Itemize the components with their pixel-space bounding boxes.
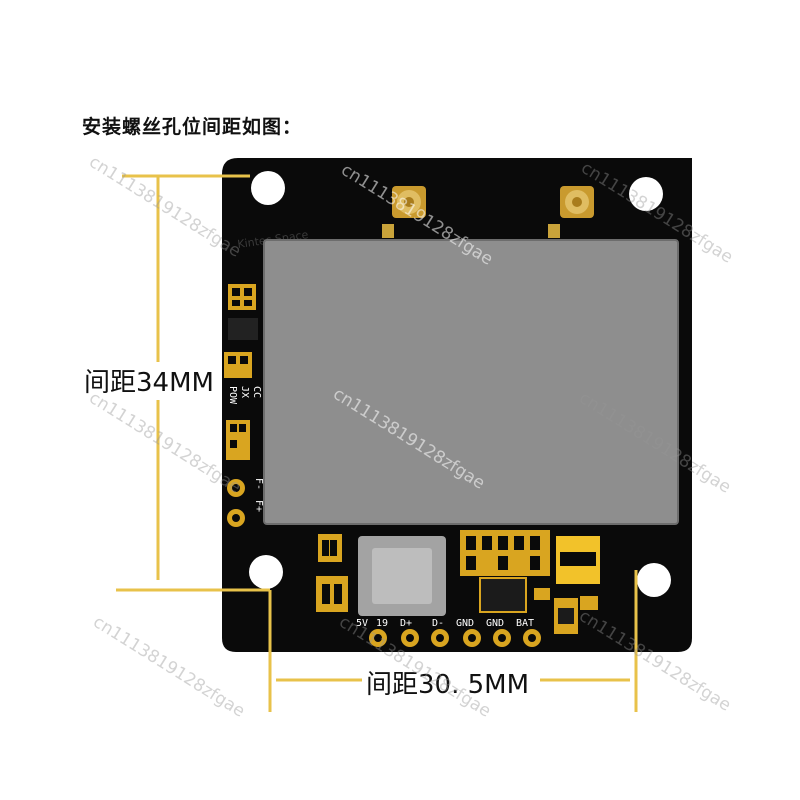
vertical-dimension [116, 174, 270, 592]
ic-chip [479, 577, 527, 613]
page-title: 安装螺丝孔位间距如图： [82, 116, 303, 138]
pad-label-bat: BAT [516, 618, 534, 629]
pad-label-f-plus: F+ [253, 500, 264, 512]
horizontal-spacing-label: 间距30. 5MM [366, 670, 530, 700]
mount-hole-bottom-right [637, 563, 671, 597]
mount-hole-bottom-left [249, 555, 283, 589]
side-text-cc: CC [251, 386, 262, 398]
side-text-jx: JX [239, 386, 250, 398]
pad-label-d-plus: D+ [400, 618, 412, 629]
side-text-pow: POW [227, 386, 238, 405]
mount-hole-top-right [629, 177, 663, 211]
bottom-pads [369, 629, 541, 647]
pad-label-d-minus: D- [432, 618, 444, 629]
pad-label-gnd-2: GND [486, 618, 504, 629]
pad-label-5v: 5V [356, 618, 368, 629]
pad-label-19: 19 [376, 618, 388, 629]
pad-label-gnd-1: GND [456, 618, 474, 629]
vertical-spacing-label: 间距34MM [84, 368, 214, 398]
pad-label-f-minus: F- [253, 478, 264, 490]
antenna-connector-left [392, 186, 426, 218]
shield-can [264, 240, 678, 524]
mount-hole-top-left [251, 171, 285, 205]
horizontal-dimension [268, 570, 638, 712]
antenna-connector-right [560, 186, 594, 218]
